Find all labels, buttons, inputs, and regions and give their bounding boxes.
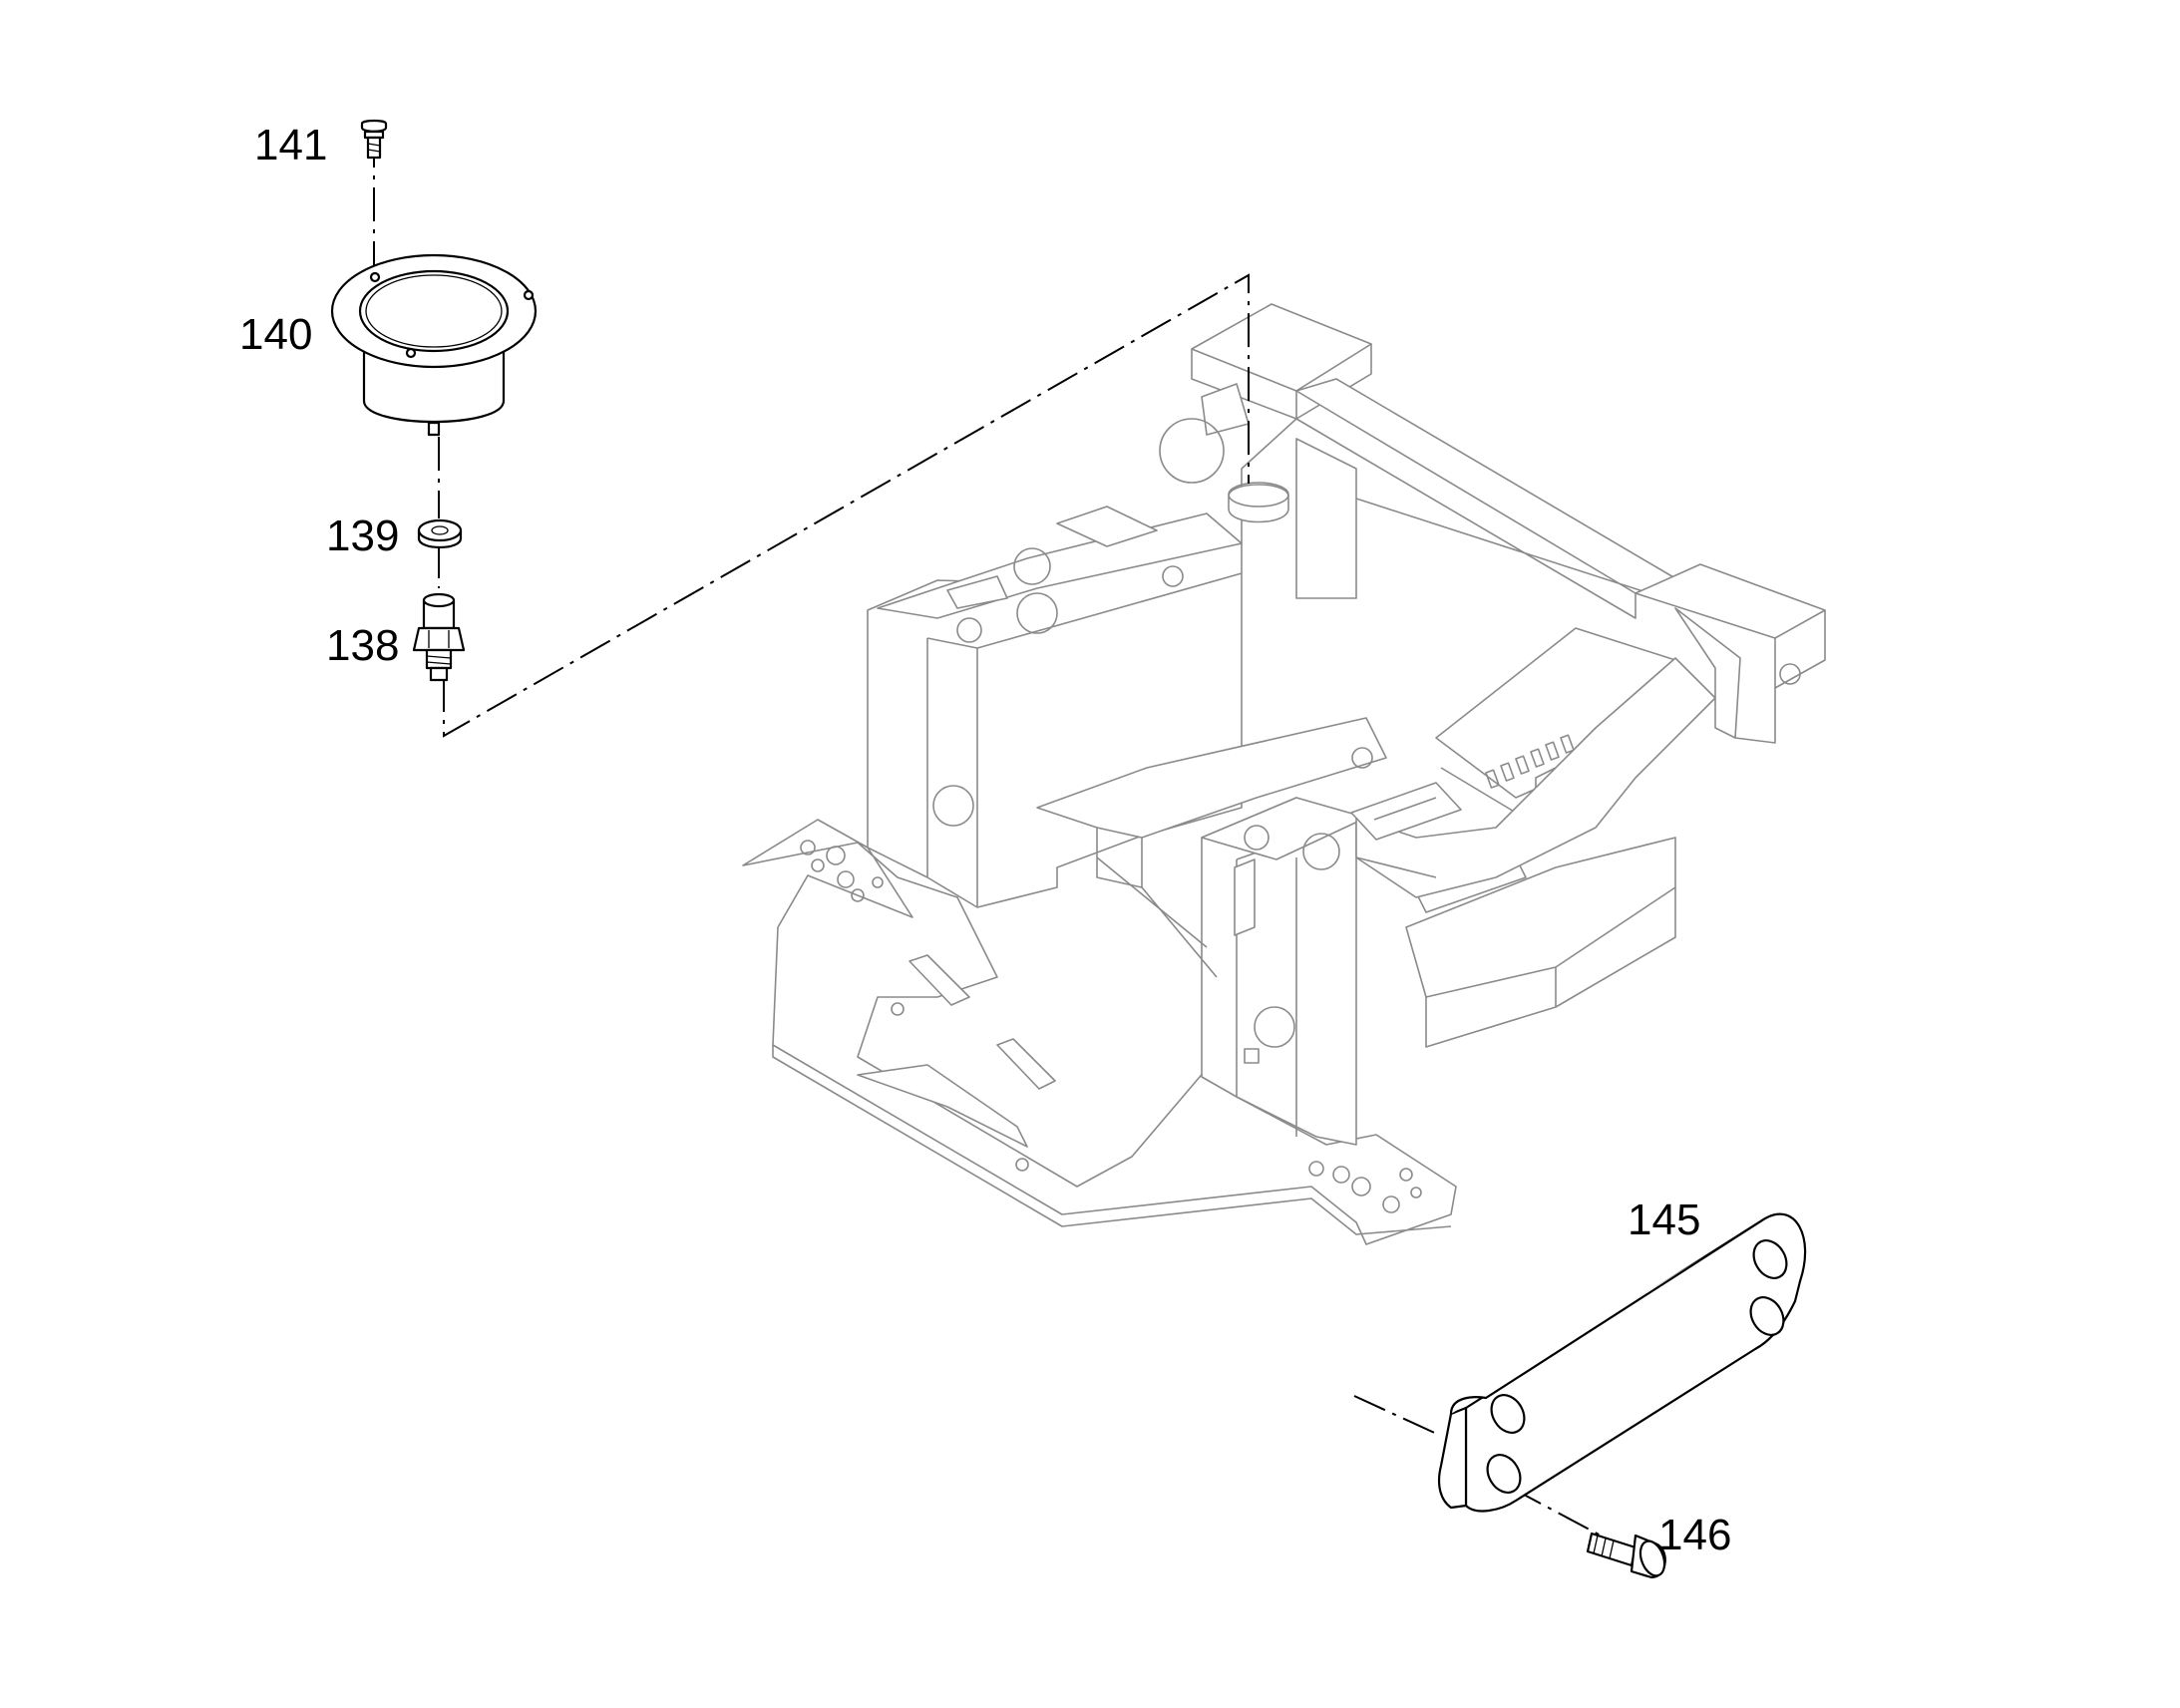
right-upper-frame <box>1355 657 1716 898</box>
mid-cross-member <box>1036 717 1387 839</box>
base-side-bar <box>857 1064 1028 1148</box>
callout-138: 138 <box>326 621 399 670</box>
funnel-collar <box>1228 484 1289 523</box>
base-plate-holes <box>800 840 1422 1213</box>
callout-labels: 141 140 139 138 145 146 <box>239 121 1731 1559</box>
callout-139: 139 <box>326 512 399 560</box>
part-140-reservoir <box>330 253 538 437</box>
callout-141: 141 <box>254 121 327 170</box>
main-frame-chassis <box>742 303 1826 1245</box>
callout-145: 145 <box>1628 1196 1700 1244</box>
callout-146: 146 <box>1658 1511 1731 1559</box>
part-146-bolt <box>1586 1532 1666 1579</box>
part-138-fitting <box>412 592 466 682</box>
base-slot-1 <box>908 954 970 1006</box>
part-141-screw <box>360 119 388 160</box>
base-plate <box>742 819 1457 1245</box>
rear-frame-top <box>1191 303 1372 392</box>
callout-140: 140 <box>239 310 312 359</box>
base-slot-2 <box>996 1038 1056 1090</box>
channel-slots <box>1485 734 1575 789</box>
part-139-washer <box>417 518 463 548</box>
part-145-plate <box>1437 1212 1807 1513</box>
